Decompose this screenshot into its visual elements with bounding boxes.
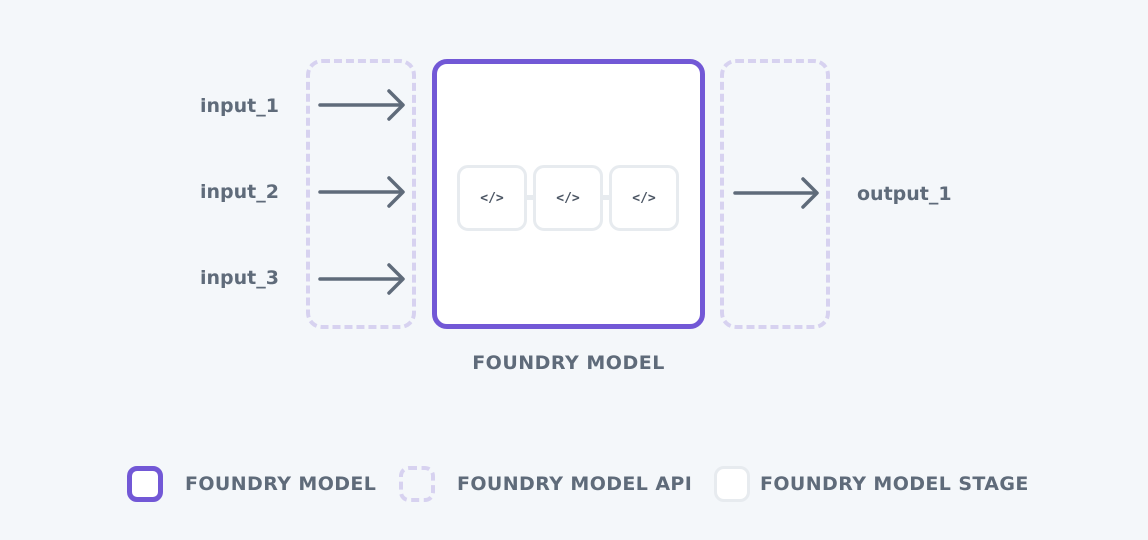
input-api-box (306, 59, 416, 329)
legend-label-stage: FOUNDRY MODEL STAGE (760, 473, 1029, 495)
input-label-2: input_2 (200, 181, 279, 203)
model-stage-1: </> (457, 165, 527, 231)
legend-label-api: FOUNDRY MODEL API (457, 473, 693, 495)
stage-connector-1 (527, 195, 533, 200)
legend-label-model: FOUNDRY MODEL (185, 473, 377, 495)
legend-swatch-model (127, 466, 163, 502)
arrow-input-1 (318, 89, 405, 121)
legend-swatch-api (399, 466, 435, 502)
stage-connector-2 (603, 195, 609, 200)
foundry-model-box: </> </> </> (432, 59, 705, 329)
output-label-1: output_1 (857, 183, 952, 205)
arrow-input-2 (318, 176, 405, 208)
code-icon: </> (632, 190, 656, 206)
model-stage-2: </> (533, 165, 603, 231)
code-icon: </> (556, 190, 580, 206)
input-label-3: input_3 (200, 267, 279, 289)
legend-foundry-model-stage: FOUNDRY MODEL STAGE (714, 464, 1029, 504)
legend-foundry-model-api: FOUNDRY MODEL API (399, 464, 692, 504)
output-api-box (720, 59, 830, 329)
arrow-input-3 (318, 263, 405, 295)
model-stage-3: </> (609, 165, 679, 231)
legend-foundry-model: FOUNDRY MODEL (127, 464, 376, 504)
model-caption: FOUNDRY MODEL (472, 352, 665, 374)
code-icon: </> (480, 190, 504, 206)
input-label-1: input_1 (200, 95, 279, 117)
legend-swatch-stage (714, 466, 750, 502)
arrow-output-1 (733, 177, 819, 209)
